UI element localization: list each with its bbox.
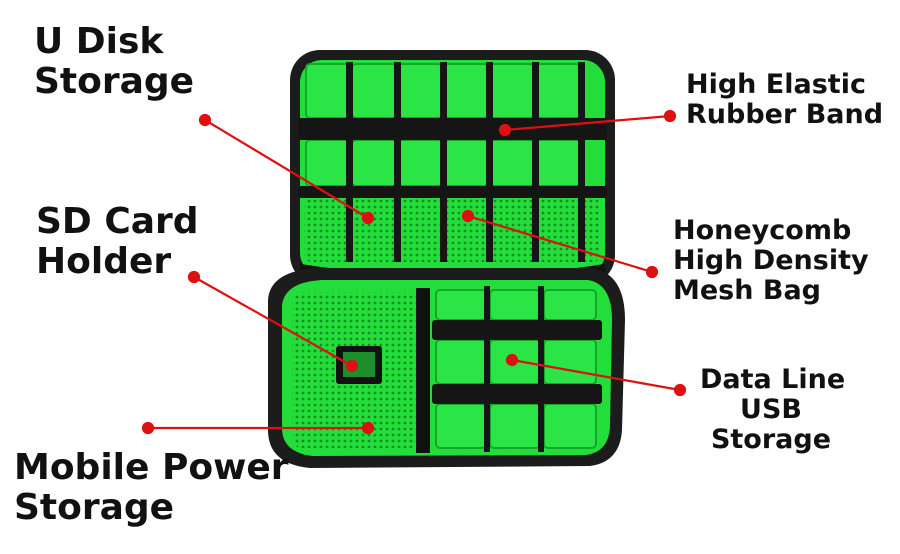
pointers [141,109,687,435]
label-line: SD Card [36,201,199,242]
label-line: USB [740,394,802,426]
label-line: Honeycomb [673,215,852,246]
center-zipper [416,288,430,453]
label-sd-card-holder: SD Card Holder [36,201,199,283]
bottom-elastic-bands [432,286,602,452]
label-line: Mesh Bag [673,275,821,307]
label-line: Holder [36,241,172,283]
label-line: Storage [34,61,195,103]
label-line: Mobile Power [14,447,289,488]
data-line-pockets [435,289,597,449]
u-disk-pockets [305,63,581,187]
label-line: Storage [14,487,175,529]
label-line: U Disk [34,21,164,62]
label-line: Rubber Band [686,99,884,131]
label-line: High Density [673,245,869,277]
honeycomb-mesh-area [304,196,601,262]
label-u-disk-storage: U Disk Storage [34,21,195,103]
label-rubber-band: High Elastic Rubber Band [686,69,884,131]
label-line: Storage [710,424,832,456]
case-bottom-half [268,268,625,468]
elastic-bands [298,62,607,262]
label-mesh-bag: Honeycomb High Density Mesh Bag [673,215,869,307]
label-mobile-power-storage: Mobile Power Storage [14,447,289,529]
label-line: High Elastic [686,69,866,100]
case-top-half [290,50,615,285]
label-line: Data Line [700,364,846,395]
label-data-line-usb-storage: Data Line USB Storage [700,364,846,456]
